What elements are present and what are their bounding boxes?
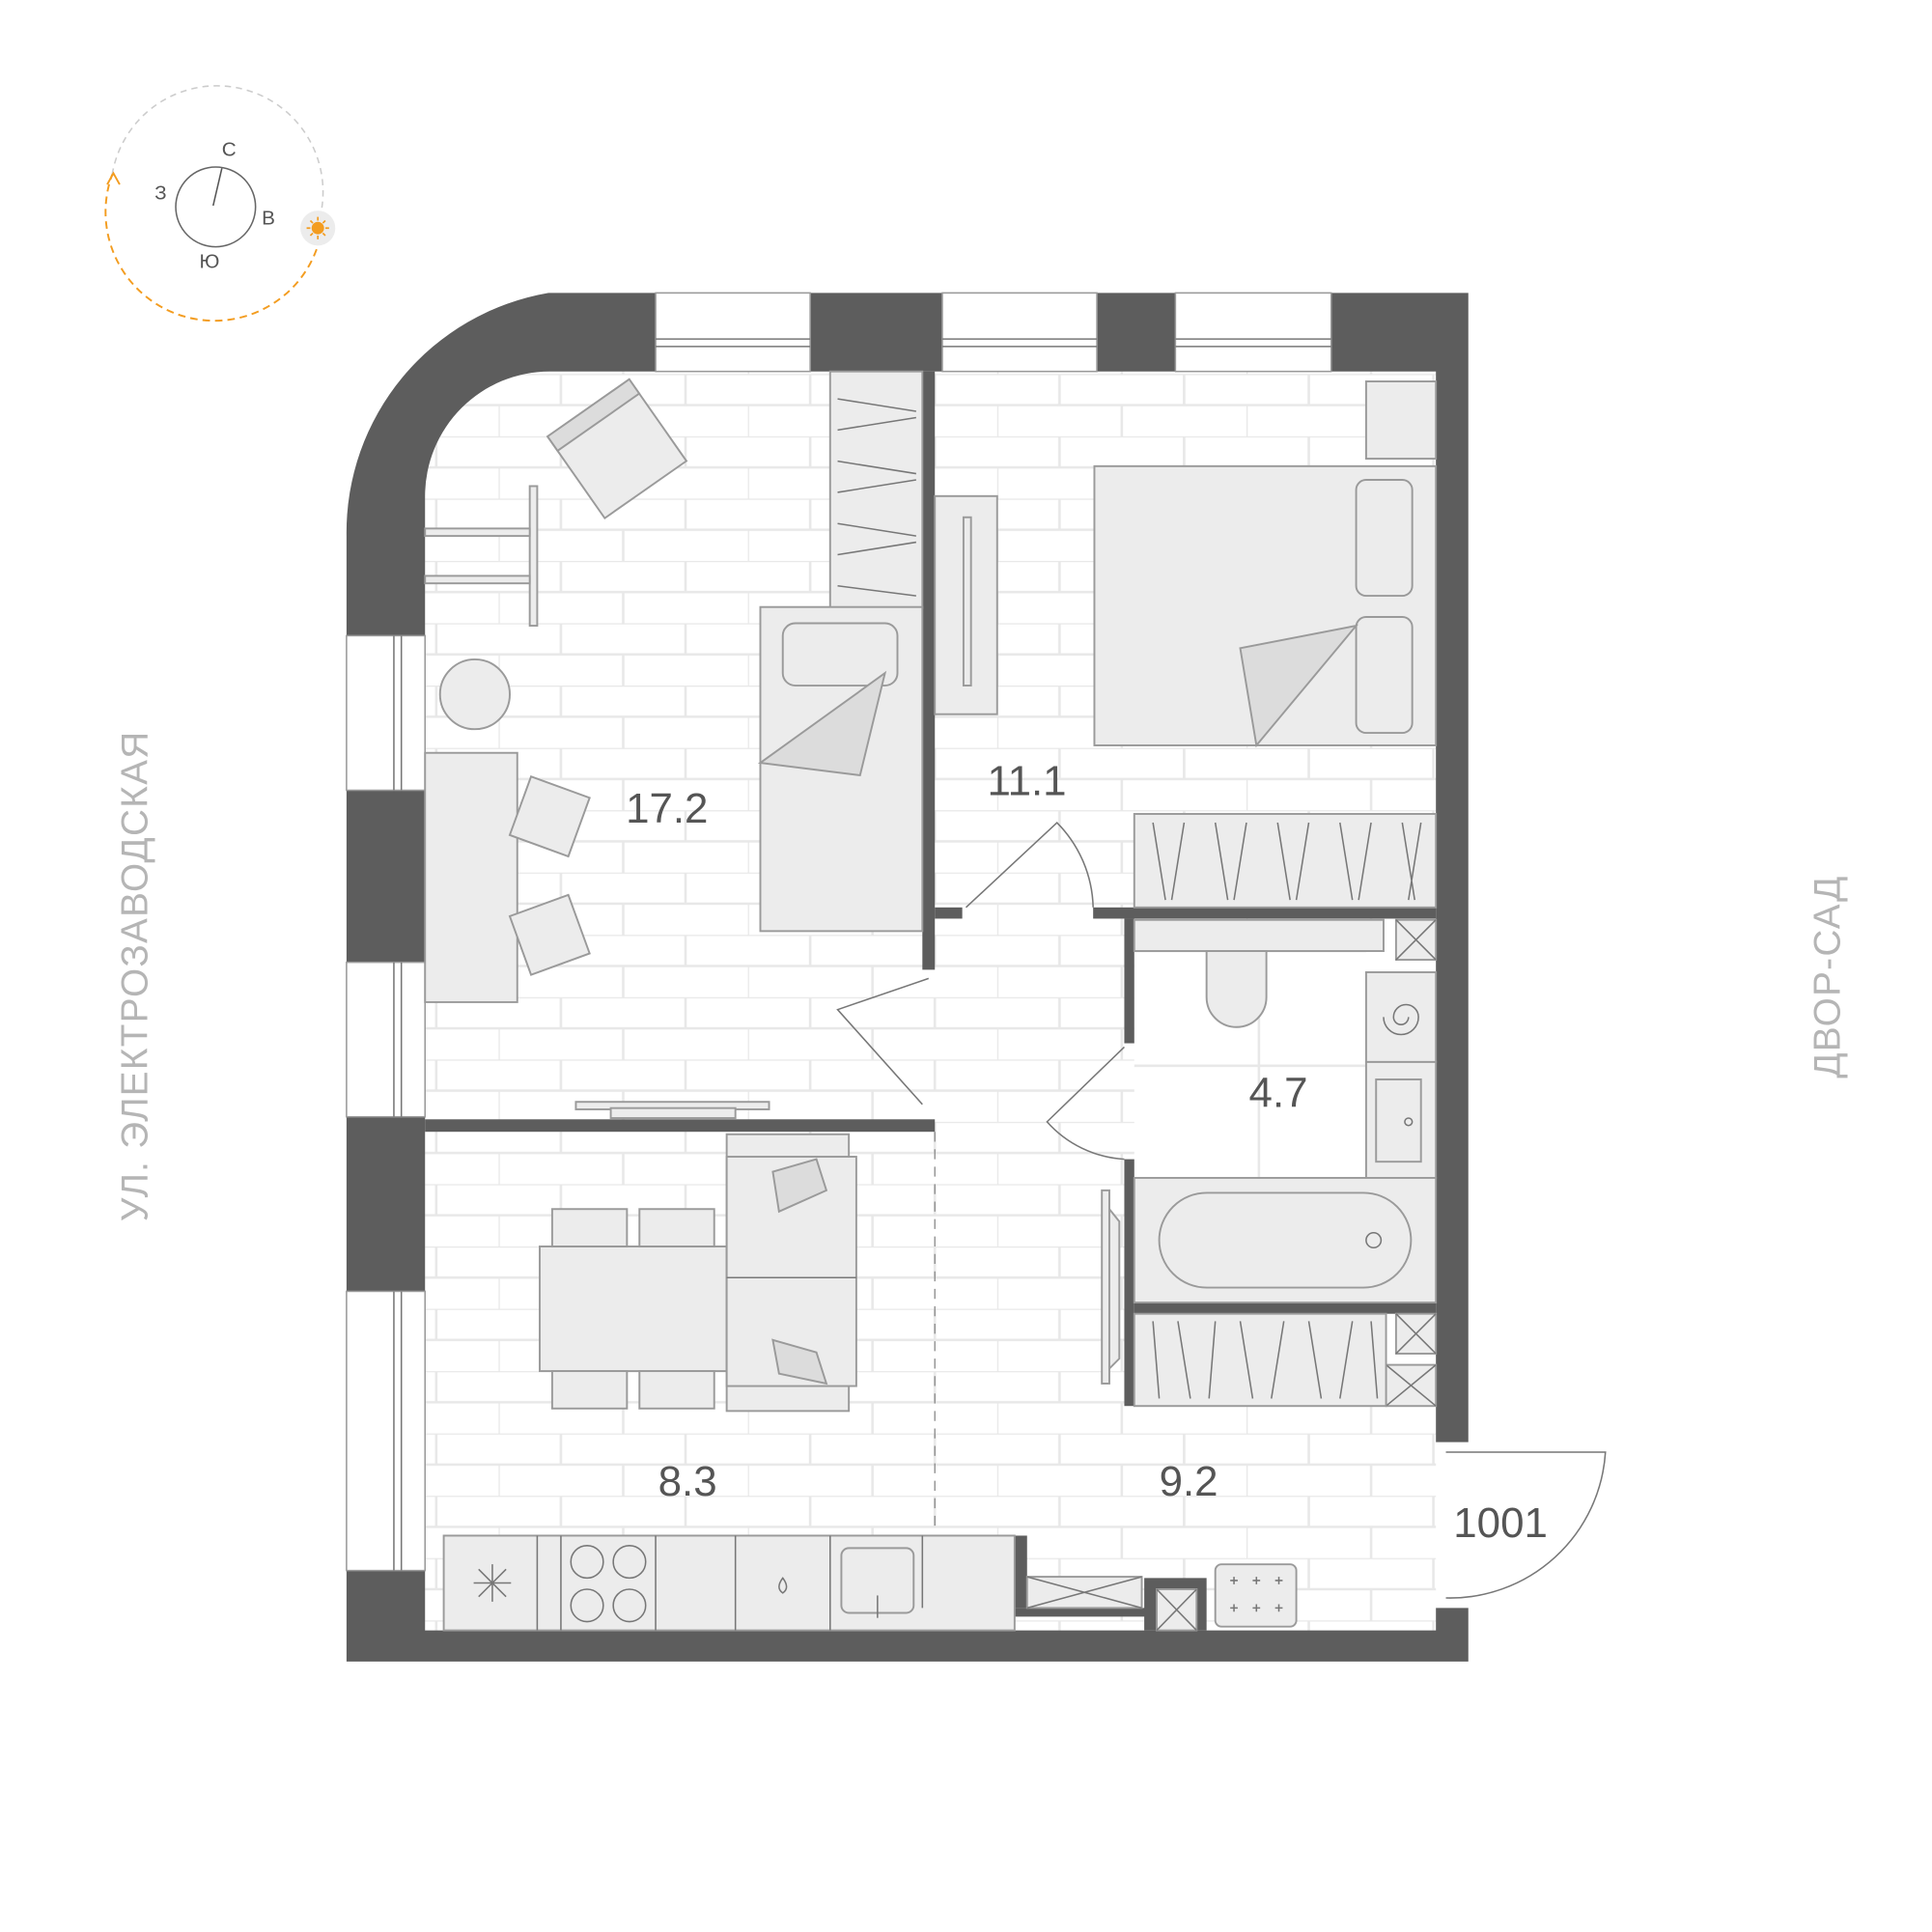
compass-east: В (262, 207, 275, 229)
room-area-bathroom: 4.7 (1249, 1069, 1308, 1116)
compass-west: З (154, 182, 166, 205)
toilet (1205, 950, 1268, 1028)
armchair (546, 378, 688, 520)
wardrobe-hall (1133, 1312, 1387, 1408)
interior-walls (425, 371, 1437, 1631)
room-area-kitchen: 8.3 (658, 1458, 717, 1505)
washing-machine (1364, 970, 1438, 1063)
wardrobe-living (828, 370, 924, 609)
radiator (1214, 1563, 1298, 1628)
doors[interactable] (836, 821, 1607, 1599)
apartment-number: 1001 (1453, 1499, 1548, 1547)
street-label-left: УЛ. ЭЛЕКТРОЗАВОДСКАЯ (114, 730, 155, 1221)
room-area-bedroom: 11.1 (987, 758, 1066, 805)
windows (346, 292, 1332, 1572)
round-table (438, 658, 511, 731)
room-area-hallway: 9.2 (1160, 1458, 1218, 1505)
room-area-living: 17.2 (626, 785, 708, 832)
kitchen-counter (442, 1534, 1016, 1632)
tv-stand-living (574, 1101, 770, 1119)
work-desk (424, 751, 591, 1003)
street-label-right: ДВОР-САД (1806, 875, 1848, 1078)
sofa (725, 1133, 857, 1413)
single-bed (757, 605, 924, 933)
ventilation-shafts (1025, 918, 1438, 1632)
compass: С З В Ю (104, 85, 336, 322)
nightstand (1364, 380, 1438, 461)
compass-south: Ю (200, 251, 220, 273)
desk-with-stools (424, 485, 539, 628)
wardrobe-bedroom (1133, 813, 1438, 909)
double-bed (1093, 464, 1438, 748)
dining-set (539, 1208, 728, 1410)
hall-shelf (1101, 1189, 1110, 1385)
compass-north: С (222, 138, 237, 160)
sun-icon (300, 210, 336, 246)
